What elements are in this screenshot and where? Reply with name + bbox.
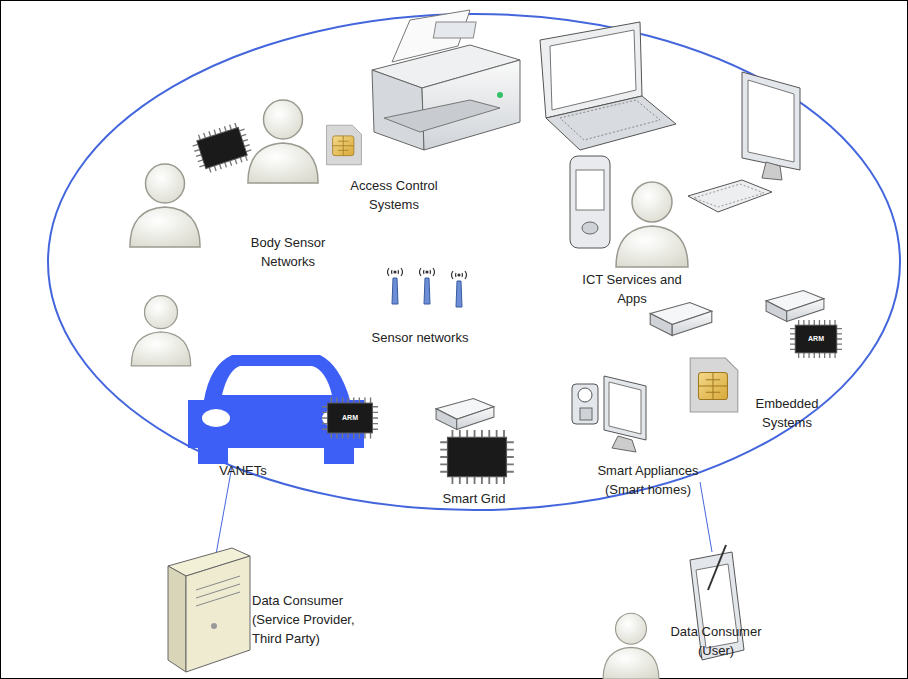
arm-chip <box>790 320 842 358</box>
desktop-monitor <box>688 72 800 212</box>
modem-box <box>436 399 494 430</box>
component-label: ICT Services and Apps <box>576 270 688 308</box>
sim-card <box>690 358 738 412</box>
component-label: Smart Appliances (Smart homes) <box>590 461 706 499</box>
body-sensor-chip <box>190 121 254 176</box>
sim-card <box>327 125 362 165</box>
component-label: Embedded Systems <box>749 394 825 432</box>
antennas <box>388 268 467 307</box>
component-label: VANETs <box>198 461 288 480</box>
chip-marking: ARM <box>804 335 828 343</box>
pda <box>570 156 610 248</box>
arm-chip <box>322 397 378 438</box>
server <box>168 548 250 672</box>
tablet <box>690 545 744 660</box>
camcorder <box>572 384 598 424</box>
domain-ellipse <box>48 14 900 510</box>
component-label: Smart Grid <box>429 489 519 508</box>
tv-monitor <box>604 376 646 452</box>
people <box>130 100 688 679</box>
component-label: Body Sensor Networks <box>246 233 330 271</box>
ti-chip <box>440 430 514 484</box>
printer <box>372 10 520 150</box>
modem-box <box>650 303 712 336</box>
connector-lines <box>215 466 712 560</box>
component-label: Sensor networks <box>350 328 490 347</box>
laptop <box>540 22 676 150</box>
component-label: Data Consumer (User) <box>664 622 768 660</box>
chip-marking: ARM <box>335 414 365 422</box>
component-label: Data Consumer (Service Provider, Third P… <box>252 591 372 648</box>
modem-box <box>766 291 824 322</box>
component-label: Access Control Systems <box>342 176 446 214</box>
